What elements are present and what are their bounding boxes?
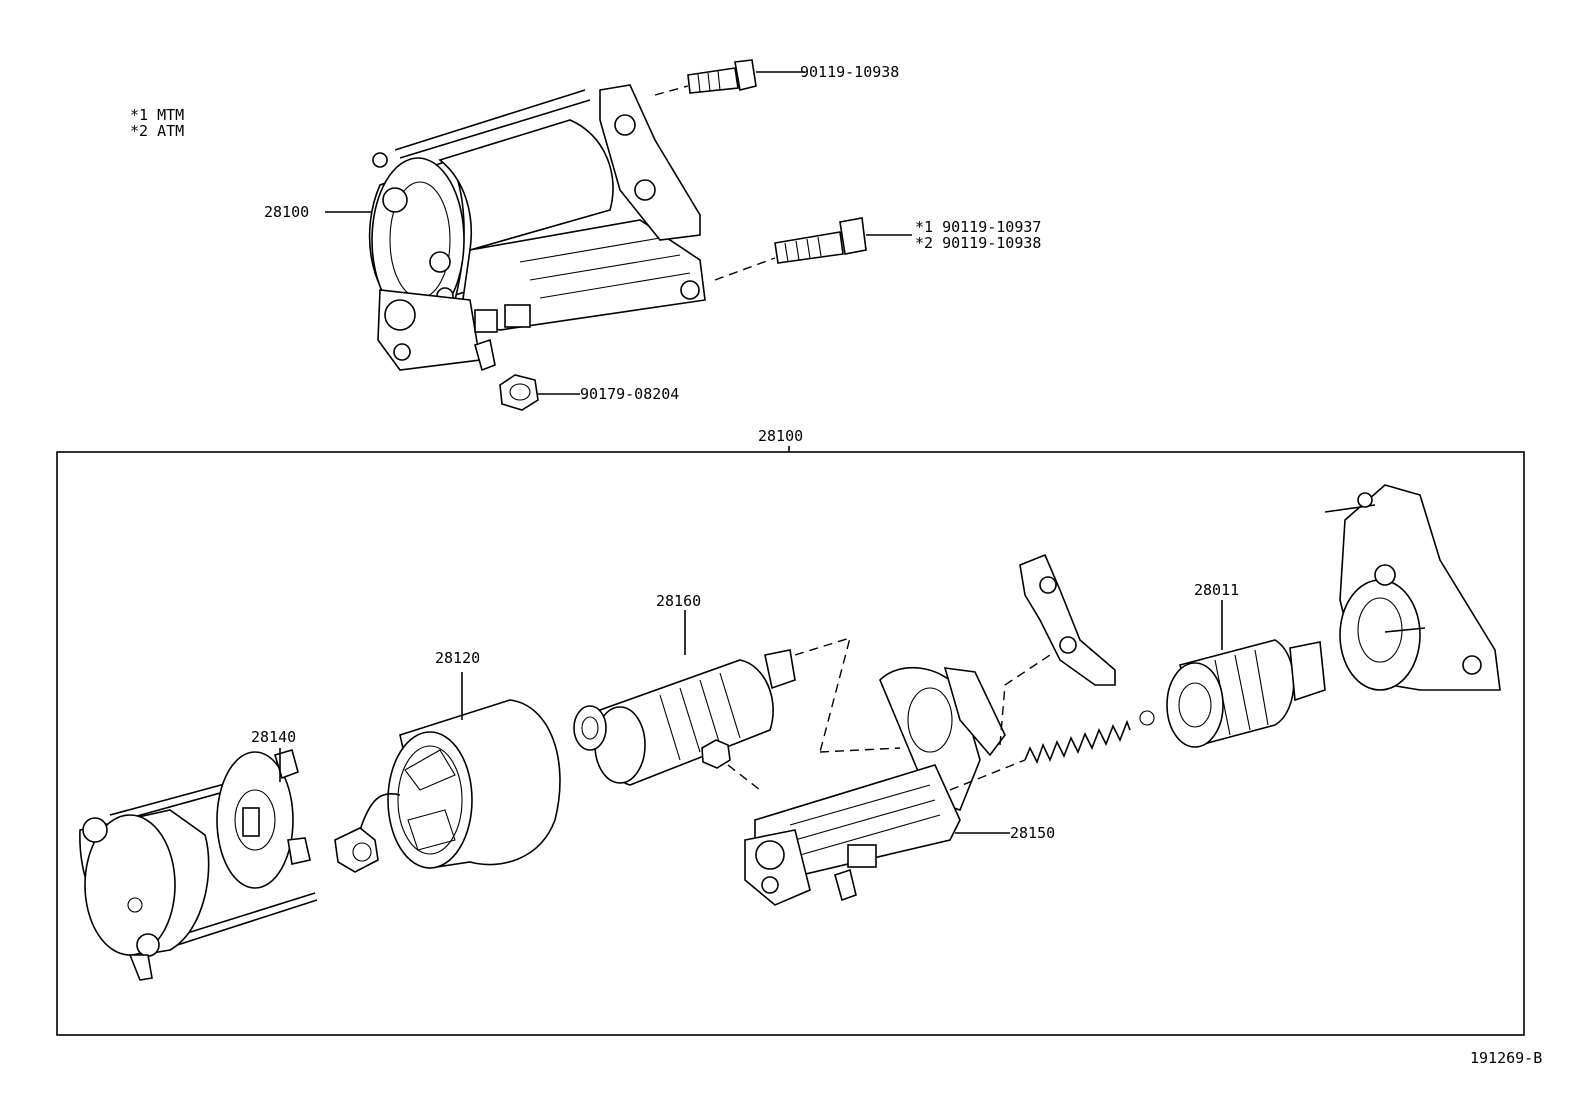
nut-drawing: [499, 374, 580, 411]
starter-assembly-drawing: [368, 84, 706, 372]
callout-clutch: 28011: [1194, 581, 1239, 599]
callout-yoke: 28120: [435, 649, 480, 667]
yoke-drawing: [334, 672, 561, 873]
exploded-view-frame: [56, 451, 1525, 1036]
callout-exploded-group: 28100: [758, 427, 803, 445]
callout-brush-holder: 28140: [251, 728, 296, 746]
bolt-top-drawing: [654, 59, 805, 96]
callout-bolt-top: 90119-10938: [800, 63, 899, 81]
callout-housing: 28150: [1010, 824, 1055, 842]
housing-drawing: [744, 666, 1010, 906]
callout-armature: 28160: [656, 592, 701, 610]
bolt-lower-drawing: [714, 217, 912, 281]
callout-nut: 90179-08204: [580, 385, 679, 403]
callout-bolt-lower-atm: *2 90119-10938: [915, 234, 1041, 252]
armature-drawing: [573, 610, 851, 786]
spring-drawing: [949, 710, 1155, 791]
legend-note-atm: *2 ATM: [130, 122, 184, 140]
drive-end-frame-drawing: [1324, 484, 1501, 691]
brush-holder-drawing: [79, 748, 318, 981]
clutch-drawing: [1166, 600, 1326, 748]
callout-bolt-lower-mtm: *1 90119-10937: [915, 218, 1041, 236]
callout-starter-assembly: 28100: [264, 203, 309, 221]
figure-id: 191269-B: [1470, 1049, 1542, 1067]
lever-bracket-drawing: [999, 553, 1116, 746]
legend-note-mtm: *1 MTM: [130, 106, 184, 124]
